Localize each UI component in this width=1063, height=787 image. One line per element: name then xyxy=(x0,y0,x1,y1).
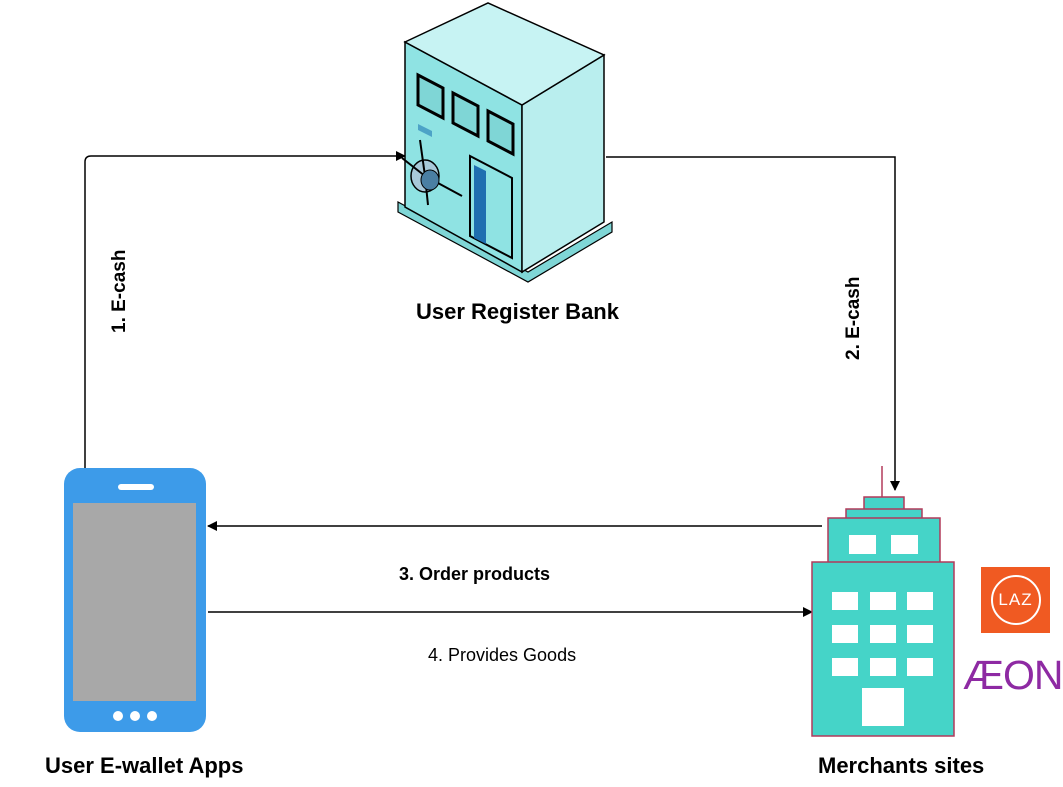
lazada-logo: LAZ xyxy=(981,567,1050,633)
edge-wallet-to-bank xyxy=(84,151,406,468)
bank-vault-icon xyxy=(397,2,613,283)
edge-label-e4: 4. Provides Goods xyxy=(428,645,577,665)
edge-label-e2: 2. E-cash xyxy=(843,276,864,360)
wallet-label: User E-wallet Apps xyxy=(45,753,244,778)
bank-label: User Register Bank xyxy=(416,299,619,324)
aeon-logo: ÆON xyxy=(963,652,1063,698)
phone-icon xyxy=(64,468,206,732)
edge-label-e1: 1. E-cash xyxy=(109,249,130,333)
edge-bank-to-merchants xyxy=(606,156,900,491)
merchants-label: Merchants sites xyxy=(818,753,985,778)
edge-label-e3: 3. Order products xyxy=(399,564,551,584)
lazada-logo-text: LAZ xyxy=(998,590,1033,609)
office-building-icon xyxy=(811,466,955,737)
